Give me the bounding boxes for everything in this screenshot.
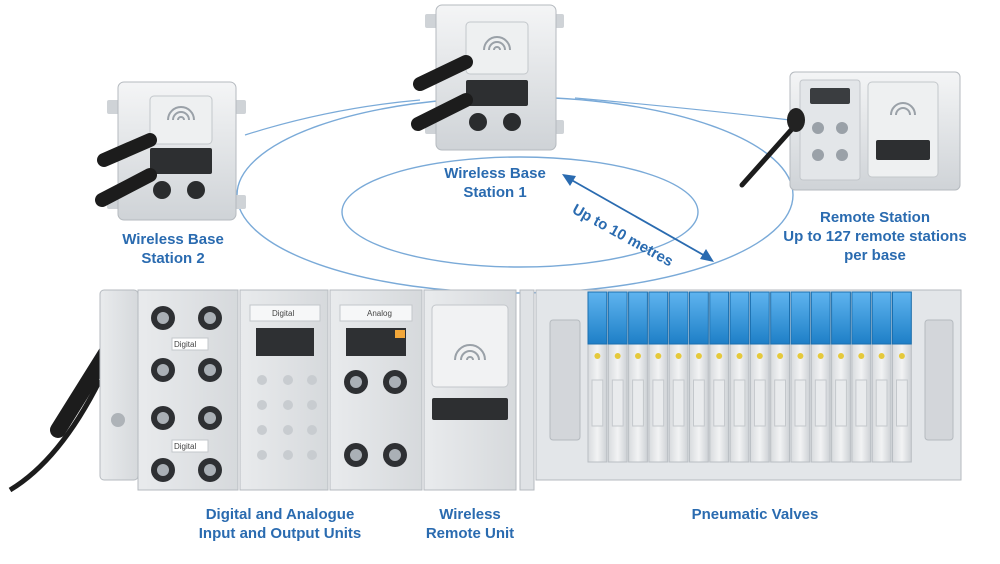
valve (607, 291, 628, 463)
inner-ring (341, 156, 699, 268)
valve (790, 291, 811, 463)
valve (668, 291, 689, 463)
valve (892, 291, 912, 463)
link-line-right (574, 97, 791, 121)
link-line-top (244, 99, 421, 136)
digital-tag-2: Digital (174, 442, 196, 451)
manifold-assembly: Digital Digital Digital Analog (8, 289, 962, 493)
valve (770, 291, 791, 463)
valve (831, 291, 851, 463)
valve (587, 291, 608, 463)
valve (689, 291, 709, 463)
valve (648, 291, 669, 463)
digital-tag-1: Digital (174, 340, 196, 349)
valve (810, 291, 831, 463)
valve (851, 291, 872, 463)
valve (628, 291, 648, 463)
remote-station (739, 71, 961, 191)
digital-module-label: Digital (272, 309, 294, 318)
wireless-base-station-2 (95, 81, 246, 221)
analog-module-label: Analog (367, 309, 392, 318)
pneumatic-valve-bank (587, 291, 912, 463)
wireless-base-station-1 (411, 4, 564, 151)
range-arrow (562, 174, 714, 262)
valve (871, 291, 892, 463)
valve (709, 291, 730, 463)
valve (749, 291, 770, 463)
label-pneumatic-valves: Pneumatic Valves (691, 506, 819, 523)
valve (729, 291, 750, 463)
